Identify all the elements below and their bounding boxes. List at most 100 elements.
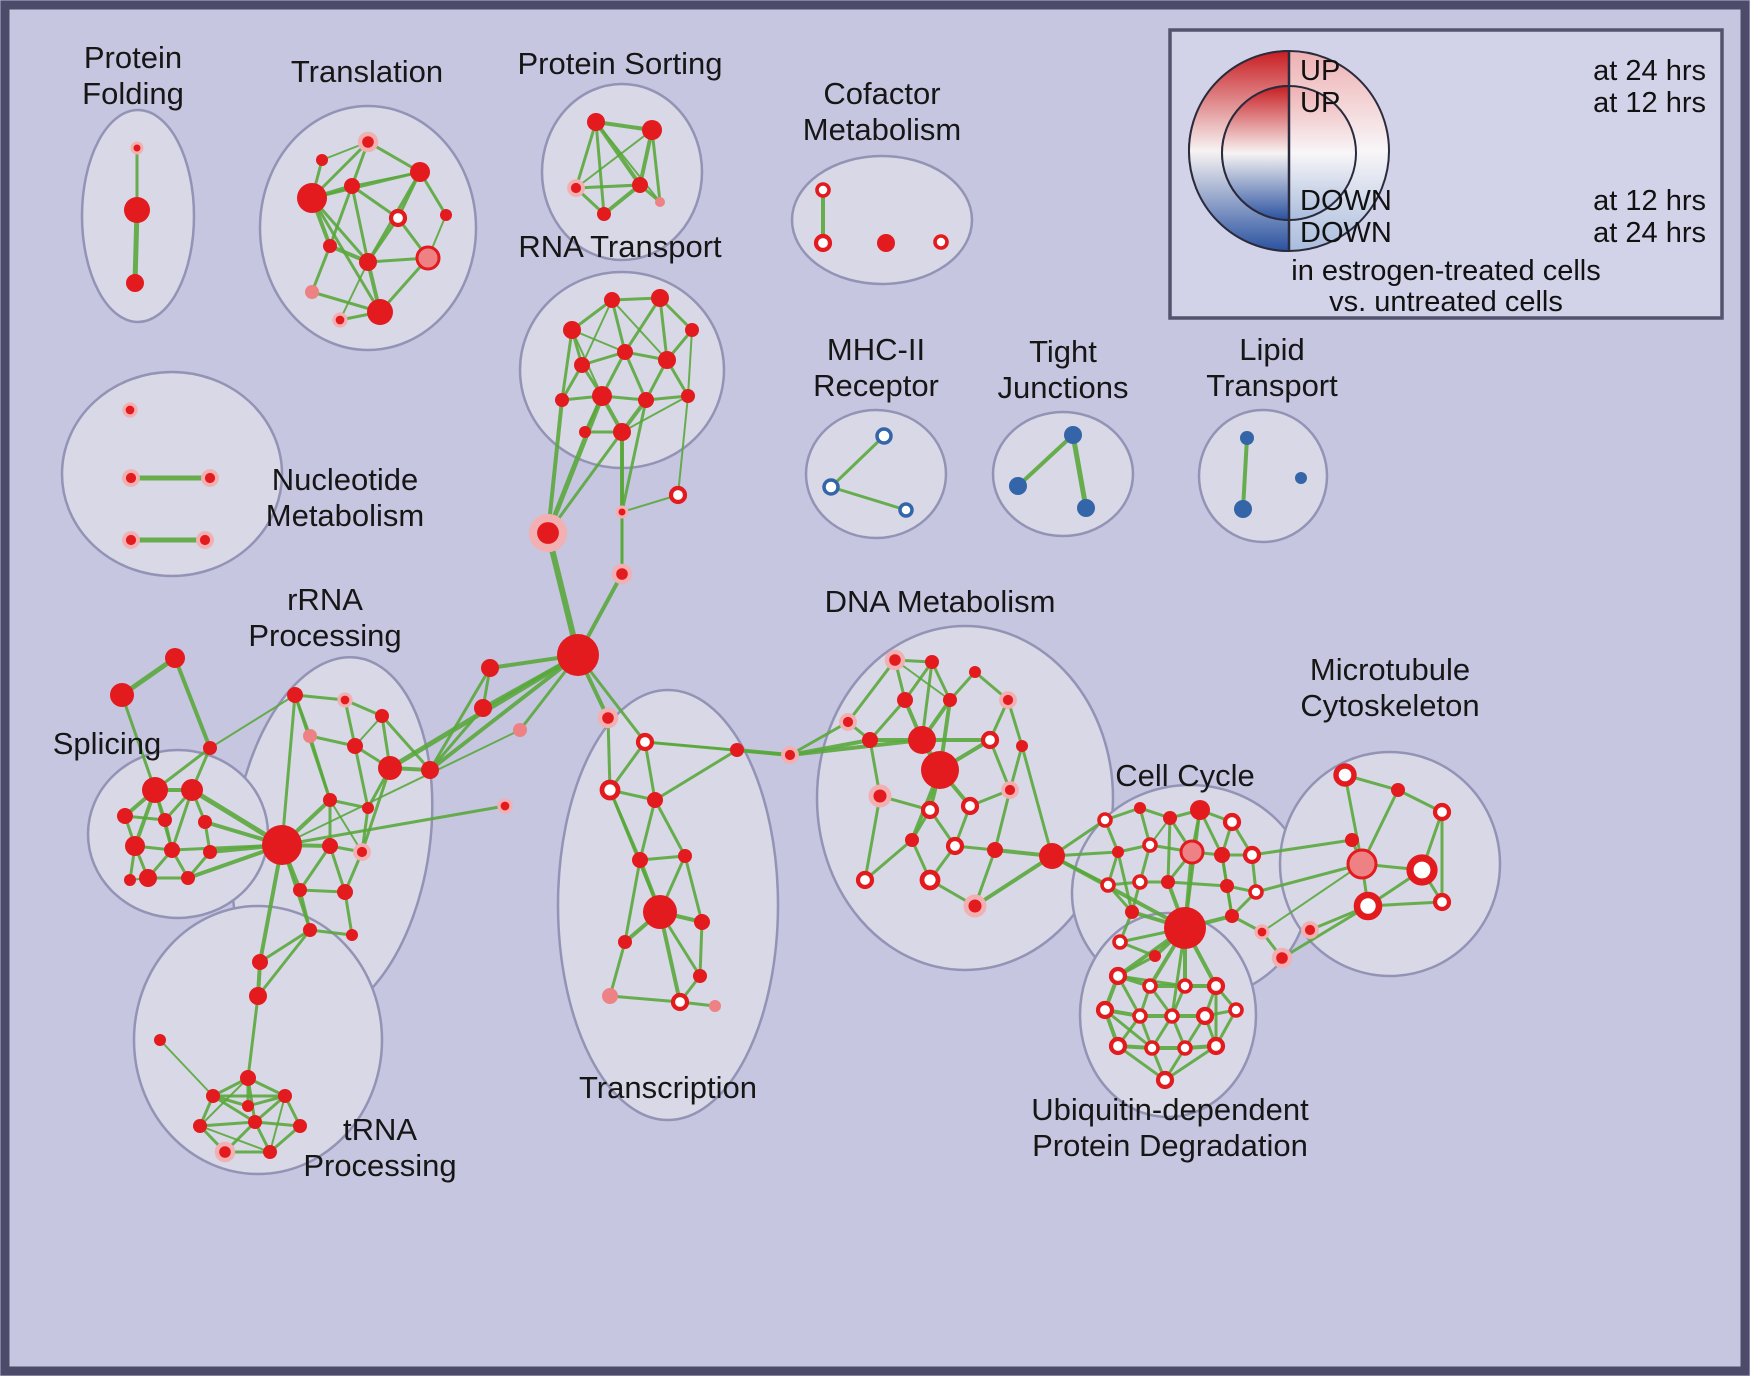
gene-node-red [293, 1119, 307, 1133]
gene-node-red [908, 726, 936, 754]
gene-node-red [1149, 950, 1161, 962]
gene-node-red [925, 655, 939, 669]
edge [829, 485, 908, 512]
gene-node-red [921, 751, 959, 789]
gene-node-red [248, 1115, 262, 1129]
gene-node-red [481, 659, 499, 677]
gene-node-red [297, 183, 327, 213]
gene-node-halo [122, 402, 138, 418]
gene-node-red [642, 120, 662, 140]
edge [560, 328, 574, 402]
cluster-label-transcription: Transcription [579, 1070, 757, 1105]
edge [1261, 863, 1363, 933]
gene-node-ring [813, 233, 833, 253]
edge [1250, 838, 1354, 857]
gene-node-red [592, 386, 612, 406]
cluster-ellipse-protein-sorting [540, 82, 704, 262]
gene-node-ring [1206, 976, 1226, 996]
edge [683, 854, 704, 924]
gene-node-red [410, 162, 430, 182]
gene-node-red [632, 177, 648, 193]
gene-node-ring [920, 800, 940, 820]
edge [428, 666, 492, 772]
gene-node-red [142, 777, 168, 803]
edge [428, 653, 580, 772]
gene-node-red [362, 802, 374, 814]
cluster-ellipse-lipid-transport [1197, 408, 1329, 544]
edge [253, 1120, 302, 1128]
gene-node-ring [1195, 1006, 1215, 1026]
gene-node-red [278, 1089, 292, 1103]
gene-node-red [730, 743, 744, 757]
gene-node-halo [611, 563, 633, 585]
gene-node-halo [597, 707, 619, 729]
gene-node-halo [1271, 947, 1293, 969]
edge [280, 693, 297, 847]
gene-node-red [1163, 811, 1177, 825]
gene-node-red [158, 813, 172, 827]
gene-node-halo [839, 713, 857, 731]
edge [246, 994, 260, 1080]
gene-node-red [117, 808, 133, 824]
edge [328, 844, 347, 894]
gene-node-red [1112, 846, 1124, 858]
cluster-label-rrna-processing: rRNA [287, 582, 363, 617]
cluster-label-nucleotide-metabolism: Metabolism [266, 498, 425, 533]
gene-node-ring [1177, 1040, 1193, 1056]
gene-node-ring [1142, 837, 1158, 853]
edge [308, 928, 354, 937]
gene-node-red [1125, 905, 1139, 919]
gene-node-red [323, 239, 337, 253]
legend-up-24-label: UP [1300, 55, 1340, 87]
gene-node-red [604, 292, 620, 308]
gene-node-blue [1077, 499, 1095, 517]
gene-node-red [617, 344, 633, 360]
gene-node-red [242, 1100, 254, 1112]
gene-node-ring [980, 730, 1000, 750]
edge [351, 171, 421, 187]
edge [606, 716, 612, 792]
gene-node-red [263, 1145, 277, 1159]
gene-node-red [651, 289, 669, 307]
gene-node-ring [1432, 892, 1452, 912]
gene-node-red [249, 987, 267, 1005]
cluster-label-lipid-transport: Lipid [1239, 332, 1305, 367]
edge [350, 184, 400, 220]
edge [595, 121, 661, 203]
cluster-ellipse-mhc-ii-receptor [804, 408, 948, 540]
edge [1016, 433, 1075, 488]
gene-node-red [1016, 740, 1028, 752]
legend-down-24-label: DOWN [1300, 217, 1392, 249]
edge [545, 393, 605, 536]
gene-node-red [1190, 800, 1210, 820]
gene-node-halo [999, 691, 1017, 709]
gene-node-ring [1108, 1036, 1128, 1056]
gene-node-ring [1095, 1000, 1115, 1020]
gene-node-halo [528, 513, 568, 553]
gene-node-red [1225, 909, 1239, 923]
gene-node-red [557, 634, 599, 676]
cluster-label-mhc-ii-receptor: Receptor [813, 368, 939, 403]
edge [574, 120, 598, 190]
gene-node-halo [497, 798, 513, 814]
gene-node-red [1220, 879, 1234, 893]
gene-node-ring [1100, 877, 1116, 893]
gene-node-ring [670, 992, 690, 1012]
gene-node-halo [196, 531, 214, 549]
gene-node-red [638, 392, 654, 408]
legend-caption-line1: in estrogen-treated cells [1291, 255, 1601, 287]
edge [328, 184, 354, 248]
gene-node-red [943, 693, 957, 707]
cluster-label-ubiquitin-degradation: Protein Degradation [1032, 1128, 1308, 1163]
cluster-label-microtubule-cytoskeleton: Microtubule [1310, 652, 1470, 687]
gene-node-red [359, 253, 377, 271]
gene-node-blue [1240, 431, 1254, 445]
gene-node-blue [1064, 426, 1082, 444]
edge [1254, 862, 1364, 894]
cluster-label-lipid-transport: Transport [1206, 368, 1338, 403]
gene-node-halo [963, 894, 987, 918]
gene-node-red [897, 692, 913, 708]
edge [650, 128, 662, 204]
cluster-label-rna-transport: RNA Transport [518, 229, 722, 264]
gene-node-halo [332, 312, 348, 328]
